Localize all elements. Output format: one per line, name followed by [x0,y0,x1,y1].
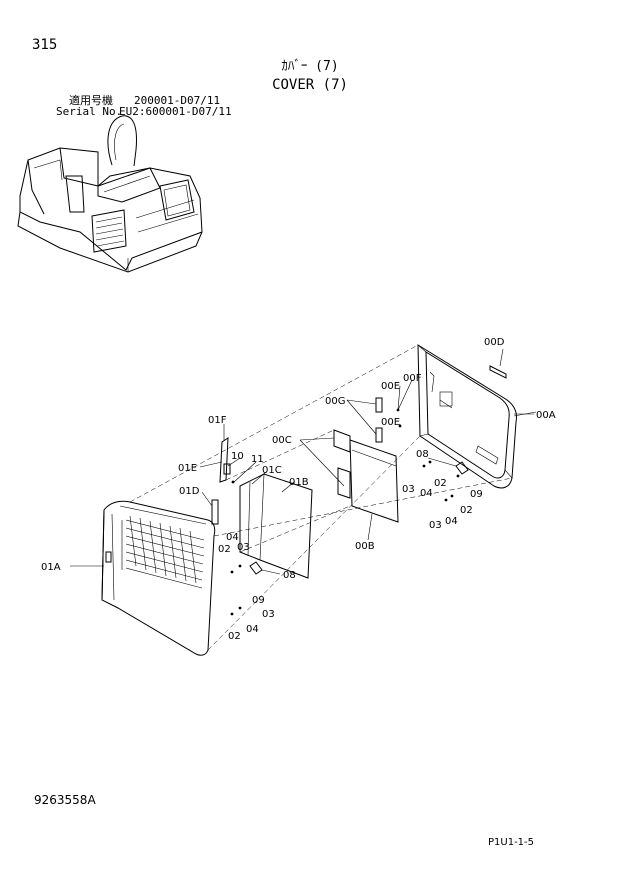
callout-00B: 00B [355,541,375,552]
insulation-part-00C [333,429,351,499]
callout-09-frame: 09 [470,489,483,500]
page-number: 315 [32,37,58,53]
callout-04-door-bottom: 04 [246,624,259,635]
callout-04-frame-top: 04 [420,488,433,499]
serial-label-english: Serial No. [56,105,123,118]
callout-03-door-bottom: 03 [262,609,275,620]
callout-02-frame-bottom: 02 [460,505,473,516]
callout-03-frame-bottom: 03 [429,520,442,531]
callout-01D: 01D [179,486,200,497]
callout-04-frame-bottom: 04 [445,516,458,527]
part-00D [489,365,507,379]
page-code: P1U1-1-5 [488,837,535,848]
access-door-01A [101,500,242,656]
callout-04-door-top: 04 [226,532,239,543]
sound-panel-01B [239,473,313,579]
door-grille [125,515,205,589]
callout-08-door: 08 [283,570,296,581]
callout-11: 11 [251,454,264,465]
insulation-part-00B [349,439,399,523]
title-english: COVER (7) [272,77,348,93]
callout-02-door-top: 02 [218,544,231,555]
callout-01A: 01A [41,562,61,573]
callout-00E-lower: 00E [381,417,400,428]
callout-labels: 00D 00A 00F 00E 00E 00G 00C 00B 01F 10 0… [41,337,556,642]
leader-lines [70,348,537,575]
serial-label-japanese: 適用号機 [69,94,113,107]
callout-01B: 01B [289,477,309,488]
callout-01C: 01C [262,465,282,476]
callout-00D: 00D [484,337,505,348]
callout-00C: 00C [272,435,292,446]
parts-00E-00F-00G [375,397,402,443]
callout-09-door: 09 [252,595,265,606]
callout-00F: 00F [403,373,422,384]
title-japanese: ｶﾊﾞｰ (7) [281,59,339,74]
bracket-08-door-side [249,561,263,575]
frame-part-00A [417,344,517,489]
callout-08-frame: 08 [416,449,429,460]
serial-value-japanese: 200001-D07/11 [134,94,221,107]
callout-01F: 01F [208,415,227,426]
callout-10: 10 [231,451,244,462]
machine-overview-drawing [17,115,203,273]
serial-value-english: EU2:600001-D07/11 [119,105,232,118]
document-number: 9263558A [34,793,96,807]
bracket-08-frame-side [422,460,469,502]
callout-02-frame-top: 02 [434,478,447,489]
callout-02-door-bottom: 02 [228,631,241,642]
callout-00A: 00A [536,410,556,421]
callout-03-door-top: 03 [237,542,250,553]
assembly-guide-lines [129,344,513,651]
callout-00E-upper: 00E [381,381,400,392]
callout-03-frame-top: 03 [402,484,415,495]
callout-00G: 00G [325,396,345,407]
callout-01E: 01E [178,463,197,474]
